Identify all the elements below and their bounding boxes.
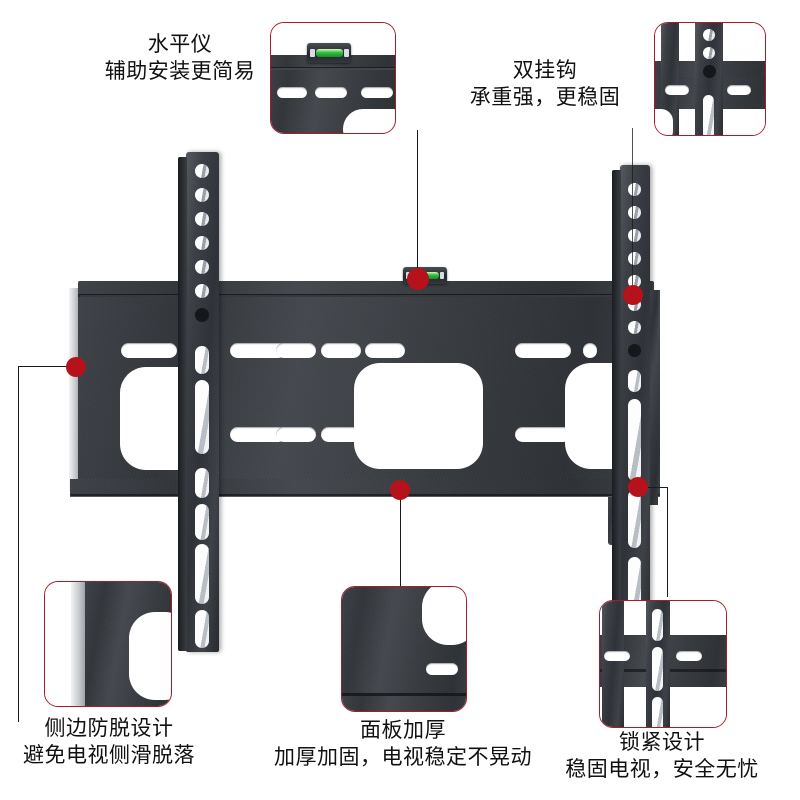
rail-hole bbox=[195, 284, 209, 298]
plate-slot bbox=[365, 343, 405, 358]
right-rail-side-face bbox=[612, 170, 621, 655]
rail-hole bbox=[628, 206, 641, 219]
rail-slot bbox=[195, 544, 209, 604]
leader-line-lock-h bbox=[638, 487, 668, 489]
rail-slot bbox=[195, 380, 209, 454]
wall-plate-left-edge bbox=[69, 288, 80, 491]
tv-bracket-arm bbox=[650, 290, 658, 505]
rail-hole bbox=[628, 344, 641, 357]
rail-hole bbox=[628, 252, 641, 265]
leader-line-dual-hook bbox=[632, 128, 634, 300]
left-rail-side-face bbox=[178, 157, 187, 651]
leader-line-side-v bbox=[18, 366, 20, 722]
marker-level bbox=[407, 268, 429, 290]
plate-slot bbox=[515, 343, 571, 358]
marker-locking bbox=[628, 477, 648, 497]
level-cap-right bbox=[440, 272, 444, 279]
left-vertical-rail bbox=[186, 152, 219, 652]
callout-label-side-anti-slip: 侧边防脱设计 避免电视侧滑脱落 bbox=[11, 716, 207, 770]
callout-title: 侧边防脱设计 bbox=[44, 717, 174, 740]
callout-title: 水平仪 bbox=[147, 33, 213, 56]
rail-slot bbox=[195, 346, 209, 374]
inset-panel-corner-closeup bbox=[341, 586, 467, 712]
plate-slot bbox=[276, 343, 316, 358]
plate-cutout bbox=[354, 363, 483, 469]
callout-label-locking: 锁紧设计 稳固电视，安全无忧 bbox=[552, 730, 772, 784]
rail-hole bbox=[628, 275, 641, 288]
right-vertical-rail bbox=[620, 165, 650, 655]
leader-line-side-h bbox=[18, 366, 76, 368]
rail-hole bbox=[195, 308, 209, 322]
leader-line-panel bbox=[400, 490, 402, 587]
plate-slot bbox=[583, 343, 597, 358]
plate-slot bbox=[321, 427, 361, 442]
callout-title: 面板加厚 bbox=[360, 719, 446, 742]
callout-subtitle: 辅助安装更简易 bbox=[104, 59, 256, 83]
wall-plate-top-flange bbox=[78, 281, 654, 295]
rail-slot bbox=[195, 468, 209, 498]
inset-locking-joint-closeup bbox=[599, 600, 727, 728]
marker-panel bbox=[390, 480, 410, 500]
wall-plate-bottom-shadow bbox=[70, 494, 660, 497]
rail-hole bbox=[195, 260, 209, 274]
inset-side-edge-closeup bbox=[44, 581, 172, 707]
callout-label-dual-hook: 双挂钩 承重强，更稳固 bbox=[450, 58, 640, 112]
plate-slot bbox=[230, 343, 286, 358]
wall-plate-top-shadow bbox=[78, 294, 654, 298]
marker-dual-hook bbox=[623, 285, 643, 305]
callout-subtitle: 避免电视侧滑脱落 bbox=[23, 743, 195, 767]
rail-hole bbox=[628, 183, 641, 196]
rail-slot bbox=[628, 370, 641, 392]
rail-hole bbox=[195, 188, 209, 202]
callout-subtitle: 稳固电视，安全无忧 bbox=[565, 757, 759, 781]
rail-slot bbox=[195, 504, 209, 540]
wall-plate-body bbox=[78, 297, 655, 479]
plate-slot bbox=[276, 427, 316, 442]
plate-slot bbox=[230, 427, 286, 442]
rail-hole bbox=[195, 236, 209, 250]
rail-hole bbox=[195, 164, 209, 178]
plate-slot bbox=[321, 343, 361, 358]
marker-side-edge bbox=[66, 357, 86, 377]
rail-slot bbox=[628, 399, 641, 481]
plate-slot bbox=[121, 343, 177, 358]
inset-dual-hook-closeup bbox=[654, 22, 766, 136]
inset-bubble-level-closeup bbox=[270, 22, 396, 134]
rail-hole bbox=[628, 229, 641, 242]
leader-line-lock-v bbox=[667, 487, 669, 597]
rail-slot bbox=[195, 610, 209, 648]
rail-hole bbox=[628, 321, 641, 334]
callout-label-thick-panel: 面板加厚 加厚加固，电视稳定不晃动 bbox=[258, 718, 548, 772]
rail-slot bbox=[628, 490, 641, 548]
leader-line-level bbox=[417, 130, 419, 280]
callout-title: 双挂钩 bbox=[512, 59, 578, 82]
callout-subtitle: 加厚加固，电视稳定不晃动 bbox=[274, 745, 532, 769]
callout-subtitle: 承重强，更稳固 bbox=[469, 85, 621, 109]
callout-title: 锁紧设计 bbox=[619, 731, 705, 754]
callout-label-level: 水平仪 辅助安装更简易 bbox=[90, 32, 270, 86]
rail-hole bbox=[195, 212, 209, 226]
plate-slot bbox=[515, 427, 571, 442]
